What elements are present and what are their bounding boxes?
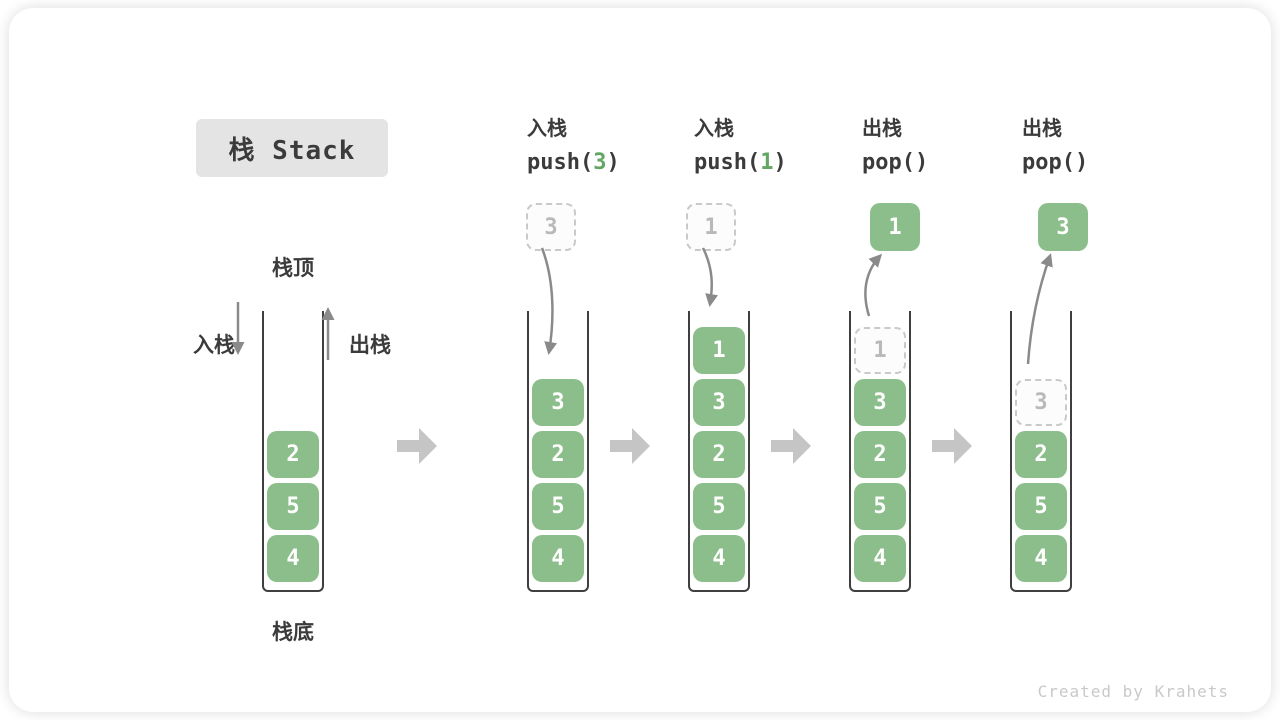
pop-1-arrow-icon: [864, 253, 883, 317]
op-code-prefix: push(: [527, 150, 594, 175]
floating-value-text: 3: [1056, 214, 1070, 240]
stack-container-after-push1: 1 3 2 5 4: [688, 311, 750, 592]
stack-cell: 3: [854, 379, 906, 426]
stack-container-after-pop1: 1 3 2 5 4: [849, 311, 911, 592]
op-code: push(3): [527, 150, 677, 175]
footer-credit: Created by Krahets: [1037, 682, 1229, 701]
stack-cell: 5: [532, 483, 584, 530]
stack-cell: 5: [267, 483, 319, 530]
stack-cell: 5: [854, 483, 906, 530]
op-code-arg: 3: [593, 150, 607, 175]
op-header-push-3: 入栈 push(3): [527, 112, 677, 175]
op-header-pop-2: 出栈 pop(): [1022, 112, 1172, 175]
op-label: 出栈: [1022, 116, 1062, 140]
op-code-arg: 1: [760, 150, 774, 175]
stack-cell: 2: [267, 431, 319, 478]
stack-cell-ghost: 1: [854, 327, 906, 374]
step-arrow-icon: [610, 428, 650, 464]
stack-cell: 4: [854, 535, 906, 582]
op-code-suffix: ): [606, 150, 620, 175]
diagram-card: 栈 Stack 入栈 push(3) 入栈 push(1) 出栈 pop() 出…: [9, 8, 1271, 712]
floating-value-push-1: 1: [686, 203, 736, 251]
stack-container-initial: 2 5 4: [262, 311, 324, 592]
stack-cell: 4: [267, 535, 319, 582]
op-label: 出栈: [862, 116, 902, 140]
stack-cell: 2: [693, 431, 745, 478]
stack-cell: 1: [693, 327, 745, 374]
stack-cell: 5: [1015, 483, 1067, 530]
stack-cell: 4: [693, 535, 745, 582]
stack-cell: 2: [854, 431, 906, 478]
stack-bottom-label: 栈底: [272, 620, 314, 644]
step-arrow-icon: [771, 428, 811, 464]
stack-cell: 2: [1015, 431, 1067, 478]
op-code-prefix: push(: [694, 150, 761, 175]
stack-cell: 5: [693, 483, 745, 530]
floating-value-text: 1: [704, 214, 718, 240]
floating-value-text: 1: [888, 214, 902, 240]
stack-cell: 4: [532, 535, 584, 582]
op-code-suffix: ): [914, 150, 929, 175]
op-code-prefix: pop(: [862, 150, 915, 175]
stack-cell: 2: [532, 431, 584, 478]
stack-cell-ghost: 3: [1015, 379, 1067, 426]
diagram-title-badge: 栈 Stack: [196, 119, 388, 177]
pop-side-label: 出栈: [349, 333, 391, 357]
op-code-suffix: ): [1074, 150, 1089, 175]
stack-top-label: 栈顶: [272, 256, 314, 280]
stack-container-after-pop3: 3 2 5 4: [1010, 311, 1072, 592]
push-1-arrow-icon: [701, 247, 719, 307]
op-code: pop(): [1022, 150, 1172, 175]
op-code-prefix: pop(: [1022, 150, 1075, 175]
op-code-suffix: ): [773, 150, 787, 175]
op-label: 入栈: [527, 116, 567, 140]
stack-cell: 4: [1015, 535, 1067, 582]
op-header-pop-1: 出栈 pop(): [862, 112, 1012, 175]
op-label: 入栈: [694, 116, 734, 140]
stack-cell: 3: [693, 379, 745, 426]
floating-value-popped-1: 1: [870, 203, 920, 251]
step-arrow-icon: [932, 428, 972, 464]
stack-container-after-push3: 3 2 5 4: [527, 311, 589, 592]
push-side-label: 入栈: [193, 333, 235, 357]
floating-value-push-3: 3: [526, 203, 576, 251]
floating-value-popped-3: 3: [1038, 203, 1088, 251]
step-arrow-icon: [397, 428, 437, 464]
op-header-push-1: 入栈 push(1): [694, 112, 844, 175]
op-code: pop(): [862, 150, 1012, 175]
stack-cell: 3: [532, 379, 584, 426]
op-code: push(1): [694, 150, 844, 175]
diagram-title: 栈 Stack: [228, 135, 356, 166]
floating-value-text: 3: [544, 214, 558, 240]
